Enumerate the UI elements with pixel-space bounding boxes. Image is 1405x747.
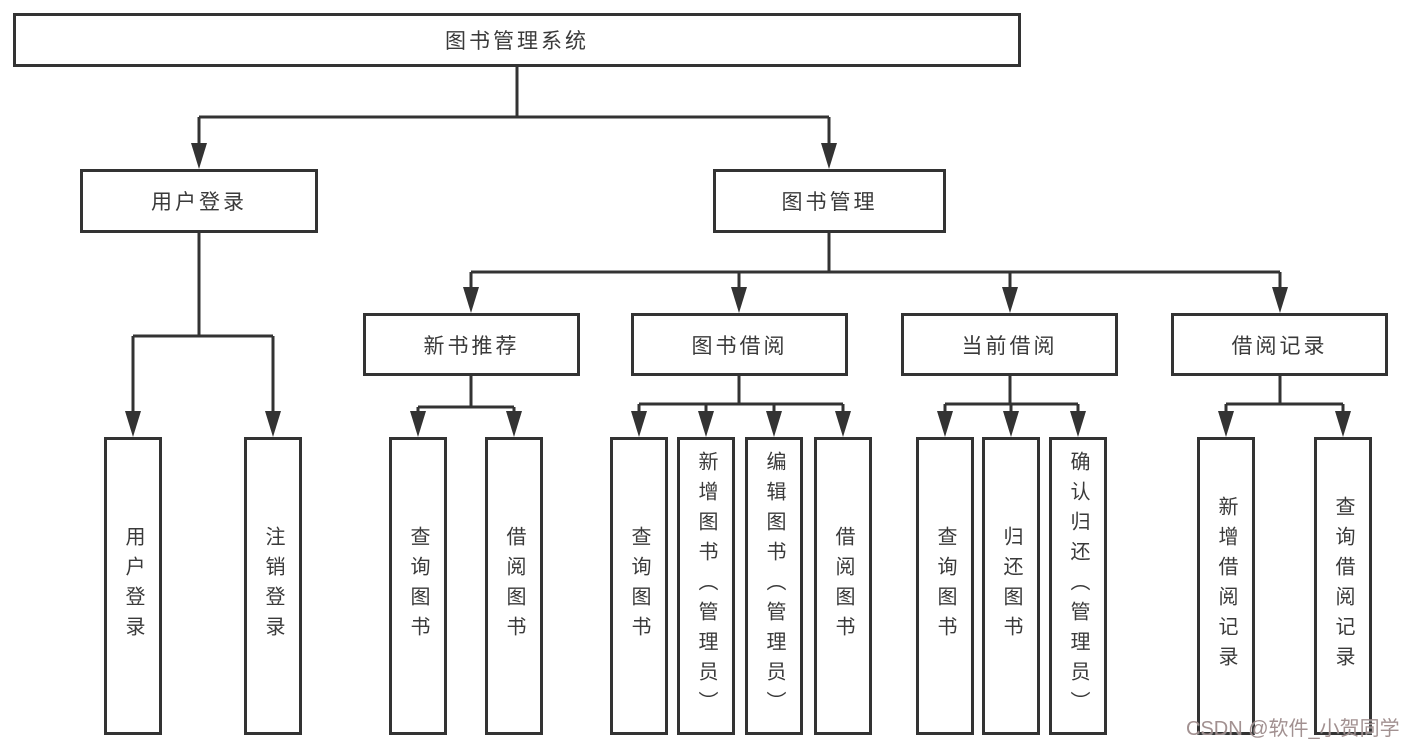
- node-book-borrowing-label: 图书借阅: [691, 334, 788, 358]
- csdn-watermark: CSDN @软件_小贺同学: [1186, 718, 1400, 740]
- leaf-add-books-admin-label: 新增图书（管理员）: [695, 451, 717, 721]
- node-user-login-label: 用户登录: [151, 191, 247, 214]
- leaf-user-login: 用户登录: [104, 437, 162, 735]
- leaf-recommend-query-books-label: 查询图书: [407, 526, 429, 646]
- node-new-book-recommendation: 新书推荐: [363, 313, 580, 376]
- leaf-confirm-return-admin-label: 确认归还（管理员）: [1067, 451, 1089, 721]
- leaf-edit-books-admin: 编辑图书（管理员）: [745, 437, 803, 735]
- node-library-management-system: 图书管理系统: [13, 13, 1021, 67]
- leaf-recommend-borrow-books-label: 借阅图书: [503, 526, 525, 646]
- node-book-management-label: 图书管理: [781, 191, 878, 214]
- leaf-return-books: 归还图书: [982, 437, 1040, 735]
- leaf-borrow-books-label: 借阅图书: [832, 526, 854, 646]
- node-library-management-system-label: 图书管理系统: [445, 30, 589, 53]
- leaf-borrow-query-books: 查询图书: [610, 437, 668, 735]
- leaf-return-books-label: 归还图书: [1000, 526, 1022, 646]
- node-current-borrowing-label: 当前借阅: [961, 334, 1058, 358]
- leaf-logout: 注销登录: [244, 437, 302, 735]
- node-book-borrowing: 图书借阅: [631, 313, 848, 376]
- node-borrowing-records-label: 借阅记录: [1231, 334, 1328, 358]
- node-current-borrowing: 当前借阅: [901, 313, 1118, 376]
- leaf-borrow-query-books-label: 查询图书: [628, 526, 650, 646]
- leaf-current-query-books-label: 查询图书: [934, 526, 956, 646]
- leaf-recommend-borrow-books: 借阅图书: [485, 437, 543, 735]
- node-book-management: 图书管理: [713, 169, 946, 233]
- leaf-query-borrow-record-label: 查询借阅记录: [1332, 496, 1354, 676]
- leaf-logout-label: 注销登录: [262, 526, 284, 646]
- node-borrowing-records: 借阅记录: [1171, 313, 1388, 376]
- leaf-add-books-admin: 新增图书（管理员）: [677, 437, 735, 735]
- node-new-book-recommendation-label: 新书推荐: [423, 334, 520, 358]
- leaf-edit-books-admin-label: 编辑图书（管理员）: [763, 451, 785, 721]
- leaf-recommend-query-books: 查询图书: [389, 437, 447, 735]
- node-user-login: 用户登录: [80, 169, 318, 233]
- leaf-add-borrow-record: 新增借阅记录: [1197, 437, 1255, 735]
- leaf-user-login-label: 用户登录: [122, 526, 144, 646]
- leaf-add-borrow-record-label: 新增借阅记录: [1215, 496, 1237, 676]
- leaf-borrow-books: 借阅图书: [814, 437, 872, 735]
- leaf-current-query-books: 查询图书: [916, 437, 974, 735]
- leaf-query-borrow-record: 查询借阅记录: [1314, 437, 1372, 735]
- leaf-confirm-return-admin: 确认归还（管理员）: [1049, 437, 1107, 735]
